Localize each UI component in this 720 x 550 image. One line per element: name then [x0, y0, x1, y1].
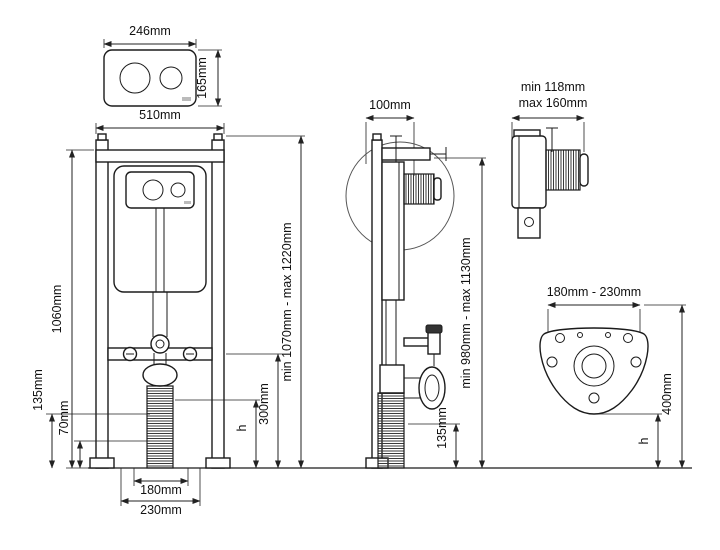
dim-180-label: 180mm	[140, 483, 182, 497]
detail-max-label: max 160mm	[519, 96, 588, 110]
detail-bracket-hole	[524, 217, 534, 227]
outlet-junction	[379, 364, 405, 394]
frame-right-rail	[211, 139, 225, 469]
plate-height-label: 400mm	[660, 373, 674, 415]
flush-button-small	[159, 66, 183, 90]
plate-side-hole-left	[546, 356, 558, 368]
flush-pipe-flange-inner	[155, 339, 165, 349]
frame-top-crossbar	[95, 149, 225, 163]
dimension-detail-depth	[511, 115, 585, 152]
plate-bottom-hole	[588, 392, 600, 404]
mounting-plate-outline	[539, 327, 649, 415]
detail-bracket	[517, 207, 541, 239]
flush-pipe-flange	[150, 334, 170, 354]
side-view: 100mm	[345, 98, 486, 469]
bolt-spacing-label: 180mm - 230mm	[547, 285, 641, 299]
rail-cap-left	[97, 133, 107, 141]
dim-230-label: 230mm	[140, 503, 182, 517]
dimension-180: 180mm	[133, 468, 189, 497]
dim-135-side-label: 135mm	[435, 407, 449, 449]
water-inlet-pipe	[403, 337, 431, 347]
cistern-flush-plate	[125, 171, 195, 209]
inlet-valve-knob	[425, 324, 443, 334]
dimension-plate-height: 400mm	[644, 304, 686, 469]
wc-bend	[142, 363, 178, 387]
dimension-install-height: min 1070mm - max 1220mm	[226, 135, 305, 469]
frame-left-rail	[95, 139, 109, 469]
detail-tank	[511, 135, 547, 209]
plate-bolt-hole-left	[555, 333, 565, 343]
wall-bracket	[381, 147, 431, 161]
plate-pin-hole-left	[577, 332, 583, 338]
frame-foot-right	[205, 457, 231, 469]
detail-connector-cap	[579, 153, 589, 187]
cistern-side-profile	[381, 161, 405, 301]
plate-outlet-opening	[573, 345, 615, 387]
dimension-h-front: h	[175, 399, 260, 469]
dimension-100: 100mm	[365, 98, 415, 176]
plate-bolt-hole-right	[623, 333, 633, 343]
dimension-135-side: 135mm	[408, 407, 460, 469]
inlet-valve-body	[427, 331, 441, 355]
side-corrugated-drain	[377, 392, 405, 469]
dimension-230: 230mm	[120, 468, 201, 517]
dim-135-front-label: 135mm	[31, 369, 45, 411]
flush-plate-view: 246mm 165mm	[103, 24, 222, 107]
dimension-plate-h: h	[598, 413, 662, 469]
dimension-135-front: 135mm	[31, 369, 150, 469]
front-view: 510mm	[31, 108, 305, 517]
brand-mark-small	[184, 201, 191, 204]
flush-button-large	[119, 62, 151, 94]
plate-h-label: h	[637, 437, 651, 444]
outlet-flange-inner	[424, 374, 440, 402]
outlet-flange	[418, 366, 446, 410]
cistern-button-small	[170, 182, 186, 198]
dimension-bolt-spacing	[547, 302, 641, 332]
brand-mark	[182, 97, 191, 101]
plate-outlet-inner	[581, 353, 607, 379]
dimension-70-front: 70mm	[57, 401, 150, 469]
plate-side-hole-right	[630, 356, 642, 368]
install-height-label: min 1070mm - max 1220mm	[280, 222, 294, 381]
mounting-plate-view: 180mm - 230mm 400mm h	[539, 285, 686, 469]
dim-70-front-label: 70mm	[57, 401, 71, 436]
frame-height-label: 1060mm	[50, 285, 64, 334]
detail-view: min 118mm max 160mm	[511, 80, 589, 239]
dimension-300: 300mm	[226, 353, 282, 469]
dim-h-front-label: h	[235, 424, 249, 431]
dimension-plate-width: 246mm	[103, 24, 197, 48]
wall-fix-height-label: min 980mm - max 1130mm	[459, 237, 473, 388]
frame-foot-left	[89, 457, 115, 469]
plate-height-label: 165mm	[195, 57, 209, 99]
dim-300-label: 300mm	[257, 383, 271, 425]
detail-corrugated-connector	[545, 149, 581, 191]
plate-pin-hole-right	[605, 332, 611, 338]
plate-width-label: 246mm	[129, 24, 171, 38]
dim-100-label: 100mm	[369, 98, 411, 112]
side-rail-cap	[372, 133, 382, 141]
cistern-button-large	[142, 179, 164, 201]
connector-end-cap	[433, 177, 442, 201]
dimension-plate-height: 165mm	[195, 49, 222, 107]
corrugated-wall-connector	[403, 173, 435, 205]
corrugated-drain-pipe	[146, 385, 174, 469]
dimension-wall-fix-height: min 980mm - max 1130mm	[434, 157, 486, 469]
detail-min-label: min 118mm	[521, 80, 585, 94]
dimension-frame-width: 510mm	[95, 108, 225, 134]
rail-cap-right	[213, 133, 223, 141]
frame-width-label: 510mm	[139, 108, 181, 122]
